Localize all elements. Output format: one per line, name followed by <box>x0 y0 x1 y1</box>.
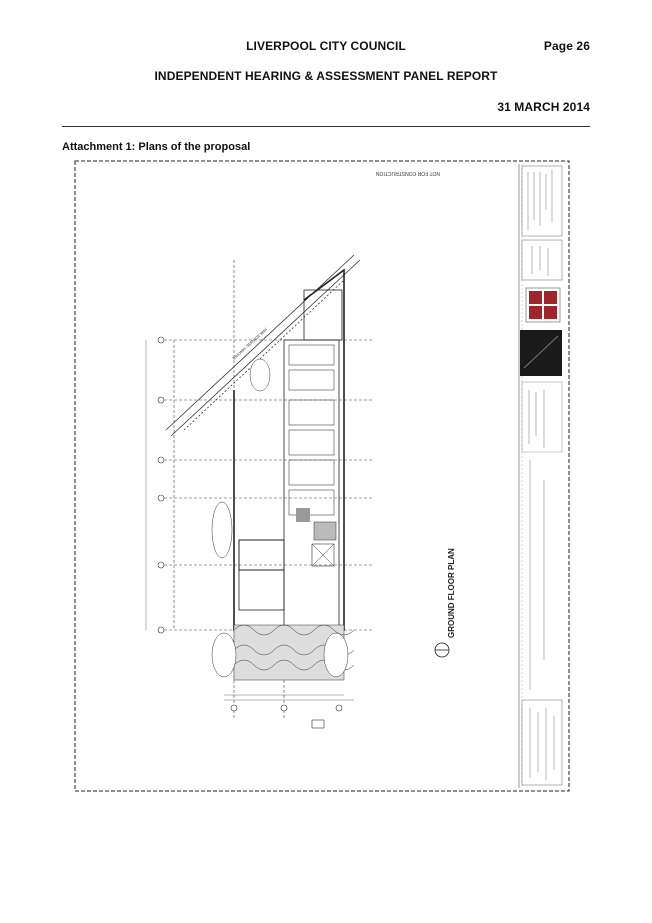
grid-bubbles <box>157 336 343 712</box>
drawing-title-group: GROUND FLOOR PLAN <box>434 548 456 658</box>
sheet-border <box>74 160 570 792</box>
landscaping <box>211 358 355 681</box>
floor-plan-drawing: NOT FOR CONSTRUCTION RAILWAY SERVICE WAY <box>74 160 570 792</box>
drawing-title: GROUND FLOOR PLAN <box>447 548 456 638</box>
railway-boundary <box>165 254 361 437</box>
header-rule <box>62 126 590 127</box>
site-photo <box>520 330 562 376</box>
scale-marker <box>311 719 325 729</box>
title-block <box>518 164 563 788</box>
parking-bays <box>288 344 335 516</box>
council-name: LIVERPOOL CITY COUNCIL <box>246 39 406 53</box>
report-date: 31 MARCH 2014 <box>497 100 590 114</box>
dimension-lines <box>145 340 354 701</box>
report-title: INDEPENDENT HEARING & ASSESSMENT PANEL R… <box>154 69 498 83</box>
service-cores <box>238 508 337 611</box>
plan-note: NOT FOR CONSTRUCTION <box>376 170 440 176</box>
attachment-caption: Attachment 1: Plans of the proposal <box>62 141 251 153</box>
page-number: Page 26 <box>543 39 590 53</box>
